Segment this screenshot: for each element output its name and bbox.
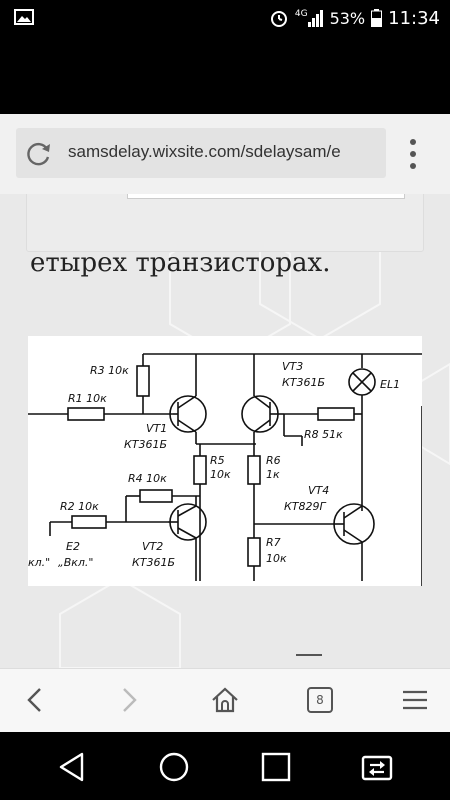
url-text[interactable]: samsdelay.wixsite.com/sdelaysam/e [68, 142, 341, 161]
image-notification-icon [14, 9, 34, 25]
label-e2: E2 [66, 540, 80, 553]
label-r7-value: 10к [266, 552, 287, 565]
resistor-r8 [317, 407, 355, 421]
resistor-r6 [247, 455, 261, 485]
label-on: „Вкл." [58, 556, 93, 569]
forward-button[interactable] [112, 683, 146, 717]
system-switch-app-icon[interactable] [360, 750, 394, 784]
label-r3: R3 10к [90, 364, 129, 377]
alarm-icon [270, 11, 287, 27]
back-button[interactable] [18, 683, 52, 717]
label-r2: R2 10к [60, 500, 99, 513]
battery-percent: 53% [329, 8, 366, 28]
label-off: кл." [28, 556, 50, 569]
resistor-r1 [67, 407, 105, 421]
system-recents-icon[interactable] [259, 750, 293, 784]
resistor-r2 [71, 515, 107, 529]
circuit-diagram: R3 10к R1 10к VT1 КТ361Б VT3 КТ361Б EL1 … [28, 336, 423, 586]
label-vt4-type: КТ829Г [284, 500, 327, 513]
resistor-r7 [247, 537, 261, 567]
resistor-r4 [139, 489, 173, 503]
resistor-r3 [136, 365, 150, 397]
page-content: етырех транзисторах. [0, 194, 450, 668]
resistor-r5 [193, 455, 207, 485]
chevron-left-icon [27, 688, 41, 712]
hamburger-icon [403, 690, 427, 710]
home-button[interactable] [208, 683, 242, 717]
label-vt1: VT1 [146, 422, 167, 435]
status-bar: 4G 53% 11:34 [0, 0, 450, 36]
tab-count: 8 [316, 693, 324, 707]
label-r6-value: 1к [266, 468, 280, 481]
system-navigation-bar [0, 732, 450, 800]
system-home-icon[interactable] [157, 750, 191, 784]
content-card [26, 194, 424, 252]
network-type: 4G [294, 9, 308, 19]
reload-icon[interactable] [26, 141, 52, 167]
label-vt1-type: КТ361Б [124, 438, 167, 451]
circuit-svg: R3 10к R1 10к VT1 КТ361Б VT3 КТ361Б EL1 … [28, 353, 423, 586]
label-vt3-type: КТ361Б [282, 376, 325, 389]
home-icon [212, 687, 238, 713]
transistor-vt1 [169, 395, 207, 433]
label-r8: R8 51к [304, 428, 343, 441]
menu-button[interactable] [398, 683, 432, 717]
label-vt2-type: КТ361Б [132, 556, 175, 569]
browser-bottom-bar: 8 [0, 668, 450, 733]
signal-icon [307, 10, 323, 27]
battery-icon [371, 9, 383, 27]
clock: 11:34 [388, 7, 440, 29]
tabs-button[interactable]: 8 [303, 683, 337, 717]
label-r1: R1 10к [68, 392, 107, 405]
header-band [0, 36, 450, 114]
system-back-icon[interactable] [56, 750, 90, 784]
chevron-right-icon [123, 688, 137, 712]
card-field [127, 194, 405, 199]
label-r4: R4 10к [128, 472, 167, 485]
more-menu-icon[interactable] [408, 138, 418, 170]
label-vt4: VT4 [308, 484, 329, 497]
label-r5-value: 10к [210, 468, 231, 481]
label-r7: R7 [266, 536, 281, 549]
label-vt3: VT3 [282, 360, 303, 373]
tabs-icon: 8 [307, 687, 333, 713]
address-bar[interactable]: samsdelay.wixsite.com/sdelaysam/e [16, 128, 386, 178]
label-r6: R6 [266, 454, 281, 467]
article-text: етырех транзисторах. [30, 248, 331, 278]
text-fragment-mark [296, 654, 322, 656]
label-el1: EL1 [380, 378, 400, 391]
label-r5: R5 [210, 454, 225, 467]
browser-toolbar: samsdelay.wixsite.com/sdelaysam/e [0, 114, 450, 194]
label-vt2: VT2 [142, 540, 163, 553]
